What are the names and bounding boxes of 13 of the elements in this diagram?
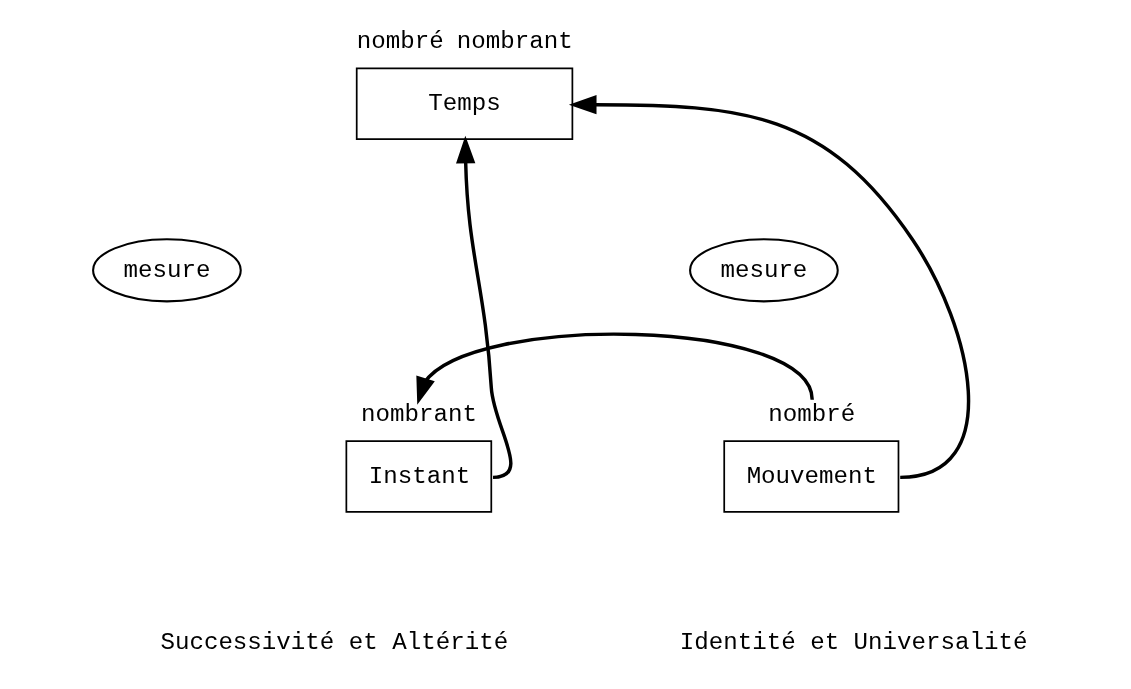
arrow	[415, 332, 814, 405]
label: Identité et Universalité	[679, 629, 1027, 657]
node-label: nombré	[767, 400, 855, 428]
node-label: nombré	[356, 28, 444, 56]
node-label: nombrant	[360, 400, 477, 428]
node-label: nombrant	[456, 28, 573, 56]
arrow	[568, 95, 970, 480]
node-ellipse: mesure	[91, 238, 242, 303]
node-box: Mouvement	[722, 440, 899, 513]
label: Successivité et Altérité	[159, 629, 508, 657]
node-ellipse: mesure	[688, 238, 839, 303]
node-box: Temps	[355, 67, 573, 141]
node-box: Instant	[345, 440, 492, 513]
